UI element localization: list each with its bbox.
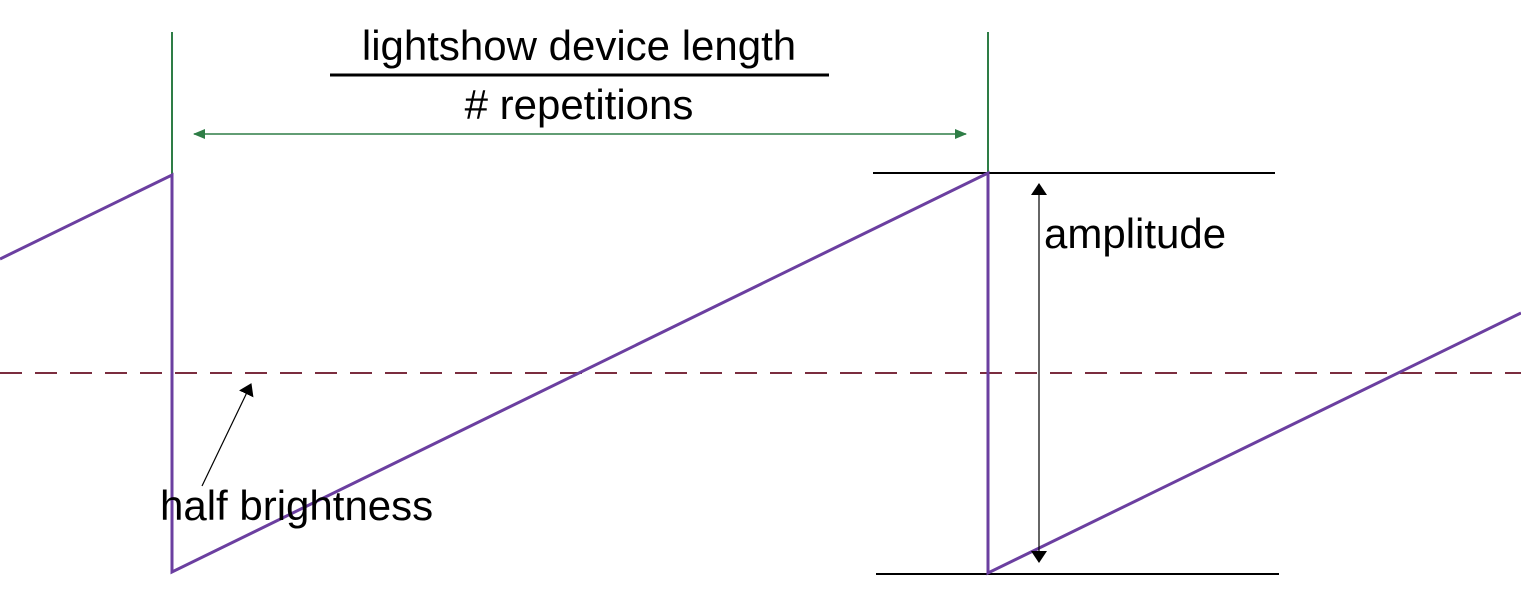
fraction-denominator: # repetitions: [465, 81, 694, 128]
sawtooth-wave: [0, 170, 1521, 576]
half-brightness-label: half brightness: [160, 482, 433, 529]
fraction-numerator: lightshow device length: [362, 22, 796, 69]
half-brightness-pointer-arrow: [201, 383, 254, 487]
amplitude-label: amplitude: [1044, 210, 1226, 257]
